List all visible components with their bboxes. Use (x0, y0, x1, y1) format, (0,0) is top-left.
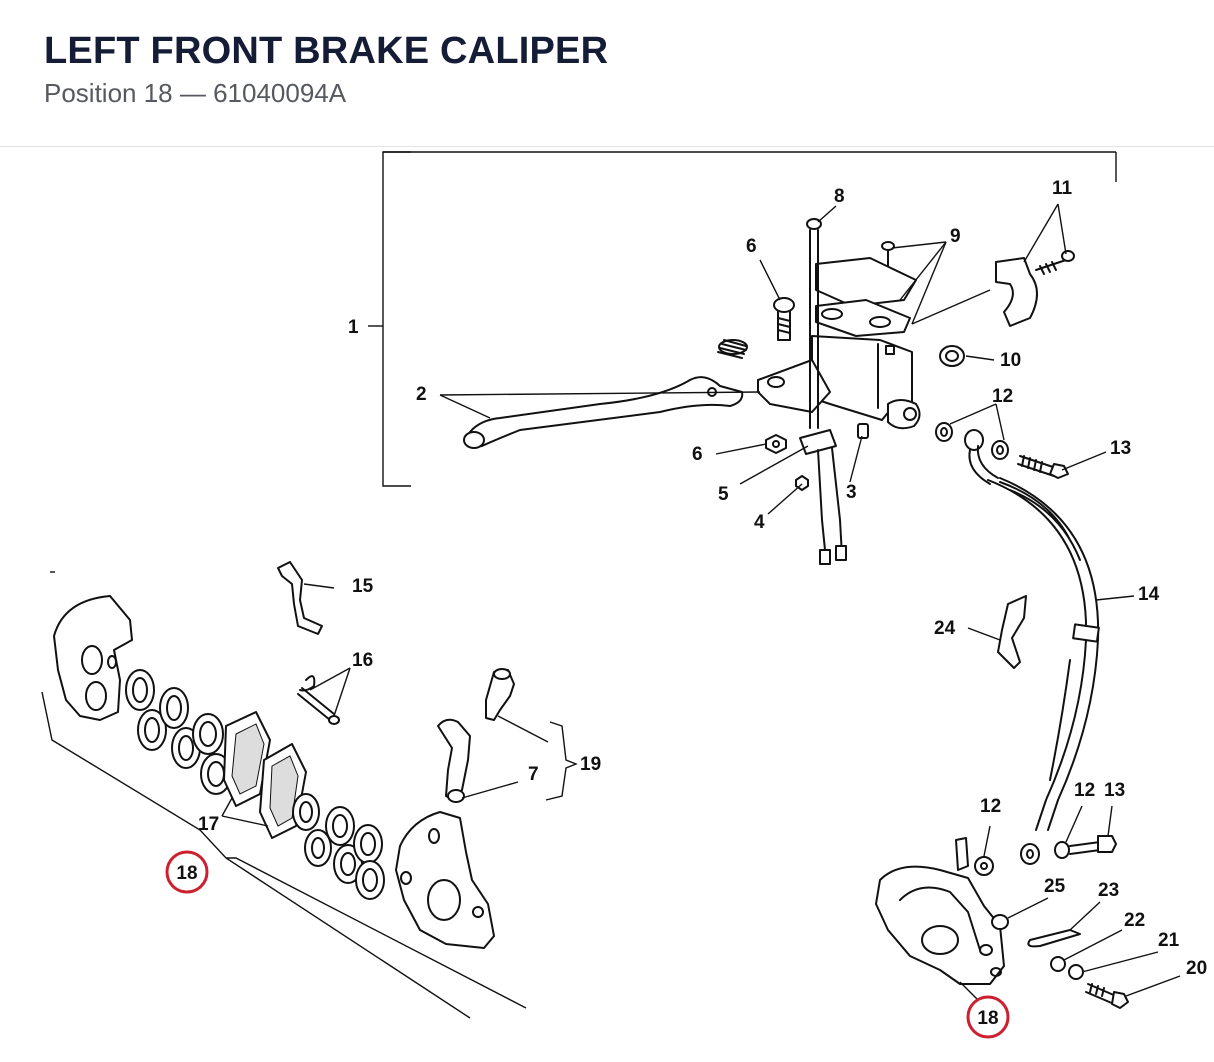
callout-17: 17 (198, 814, 219, 835)
brake-light-switch[interactable] (799, 429, 847, 565)
callout-23: 23 (1098, 880, 1119, 901)
banjo-washer[interactable] (991, 440, 1009, 460)
bleeder-dust-cap[interactable] (437, 718, 471, 803)
retaining-clip[interactable] (1027, 929, 1081, 948)
callout-15: 15 (352, 576, 374, 597)
caliper-bolt[interactable] (1085, 983, 1129, 1009)
pad-pin[interactable] (297, 675, 340, 725)
callout-13-lower: 13 (1104, 780, 1125, 801)
pad-spring[interactable] (277, 561, 323, 635)
callout-10: 10 (1000, 350, 1021, 371)
callout-22: 22 (1124, 910, 1145, 931)
bleed-valve[interactable] (485, 668, 515, 721)
callout-12-lower-left: 12 (980, 796, 1001, 817)
long-screw[interactable] (806, 218, 822, 429)
callout-4: 4 (754, 512, 765, 533)
lock-washer[interactable] (1050, 956, 1066, 972)
callout-labels: 1 2 3 4 5 6 6 7 8 9 10 11 12 13 14 15 16… (198, 178, 1207, 979)
switch-pin[interactable] (857, 423, 869, 439)
master-cylinder-group-frame (382, 151, 1117, 487)
callout-16: 16 (352, 650, 373, 671)
highlight-callout-18-left[interactable]: 18 (165, 850, 209, 894)
handlebar-clamp[interactable] (995, 250, 1075, 327)
callout-5: 5 (718, 484, 729, 505)
svg-text:18: 18 (176, 863, 197, 884)
banjo-bolt[interactable] (1017, 455, 1069, 479)
group-bracket-19 (545, 721, 578, 801)
callout-11: 11 (1052, 178, 1073, 199)
brake-hose[interactable] (964, 429, 1100, 865)
brake-pad[interactable] (223, 711, 271, 807)
callout-14: 14 (1138, 584, 1160, 605)
callout-9: 9 (950, 226, 961, 247)
caliper-assembled[interactable] (875, 837, 1005, 985)
callout-13-upper: 13 (1110, 438, 1131, 459)
hose-guide-bracket[interactable] (997, 595, 1027, 669)
banjo-bolt[interactable] (1069, 835, 1117, 855)
cap-screw[interactable] (881, 241, 895, 267)
lever-pivot-spring[interactable] (717, 339, 748, 359)
callout-19: 19 (580, 754, 601, 775)
callout-20: 20 (1186, 958, 1207, 979)
highlight-callout-18-right[interactable]: 18 (966, 995, 1010, 1039)
svg-text:18: 18 (977, 1008, 998, 1029)
callout-1: 1 (348, 317, 359, 338)
callout-6-upper: 6 (746, 236, 757, 257)
pivot-nut[interactable] (765, 434, 787, 454)
exploded-caliper-frame (41, 571, 527, 1019)
piston-seal-stack[interactable] (292, 793, 385, 900)
callout-12-upper: 12 (992, 386, 1013, 407)
reservoir-cap[interactable] (815, 257, 917, 337)
callout-7: 7 (528, 764, 539, 785)
pivot-screw[interactable] (773, 297, 795, 341)
page-subtitle: Position 18 — 61040094A (44, 78, 347, 108)
banjo-washer[interactable] (935, 422, 953, 442)
callout-21: 21 (1158, 930, 1180, 951)
callout-8: 8 (834, 186, 845, 207)
caliper-outer-half[interactable] (53, 595, 133, 721)
callout-3: 3 (846, 482, 857, 503)
page-header: LEFT FRONT BRAKE CALIPER Position 18 — 6… (0, 0, 1214, 147)
banjo-washer[interactable] (974, 856, 994, 876)
callout-24: 24 (934, 618, 956, 639)
leader-lines (221, 203, 1181, 1001)
banjo-washer[interactable] (1054, 841, 1070, 859)
brake-lever[interactable] (463, 376, 744, 449)
callout-2: 2 (416, 384, 427, 405)
master-cylinder-body[interactable] (757, 335, 921, 430)
callout-12-lower-right: 12 (1074, 780, 1095, 801)
page-title: LEFT FRONT BRAKE CALIPER (44, 30, 609, 72)
reservoir-plug[interactable] (939, 345, 965, 367)
callout-25: 25 (1044, 876, 1066, 897)
spring-washer[interactable] (1068, 964, 1084, 980)
caliper-washer[interactable] (991, 914, 1009, 930)
caliper-inner-half[interactable] (395, 811, 495, 949)
piston-seal-stack[interactable] (125, 669, 232, 795)
callout-6-lower: 6 (692, 444, 703, 465)
